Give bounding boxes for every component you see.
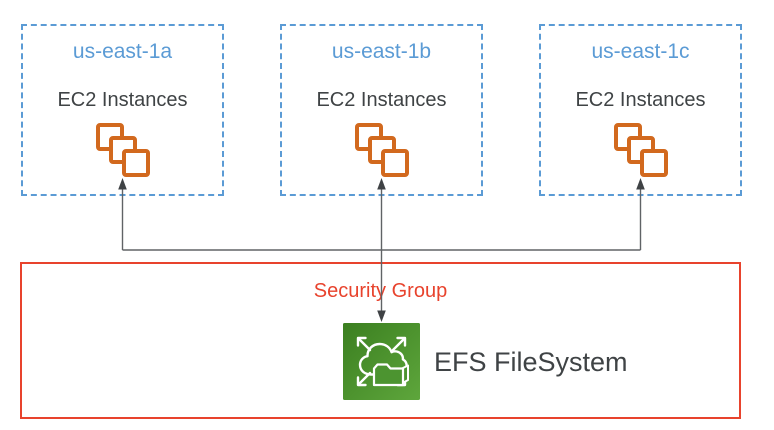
efs-icon (343, 323, 420, 400)
availability-zone-box-us-east-1a: us-east-1a EC2 Instances (21, 24, 224, 196)
ec2-square-front (639, 149, 668, 177)
ec2-instances-label: EC2 Instances (57, 89, 188, 111)
security-group-label: Security Group (313, 280, 448, 302)
ec2-instances-icon (354, 123, 409, 177)
ec2-instances-icon (95, 123, 150, 177)
efs-icon-background (343, 323, 420, 400)
efs-filesystem-label: EFS FileSystem (434, 347, 628, 377)
ec2-square-front (380, 149, 409, 177)
ec2-instances-icon (613, 123, 668, 177)
ec2-instances-label: EC2 Instances (575, 89, 706, 111)
efs-folder (372, 363, 405, 387)
ec2-instances-label: EC2 Instances (316, 89, 447, 111)
ec2-square-front (121, 149, 150, 177)
security-group-box: Security Group (20, 262, 741, 419)
availability-zone-box-us-east-1c: us-east-1c EC2 Instances (539, 24, 742, 196)
availability-zone-box-us-east-1b: us-east-1b EC2 Instances (280, 24, 483, 196)
availability-zone-label: us-east-1b (331, 40, 432, 63)
availability-zone-label: us-east-1a (72, 40, 173, 63)
availability-zone-label: us-east-1c (591, 40, 690, 63)
